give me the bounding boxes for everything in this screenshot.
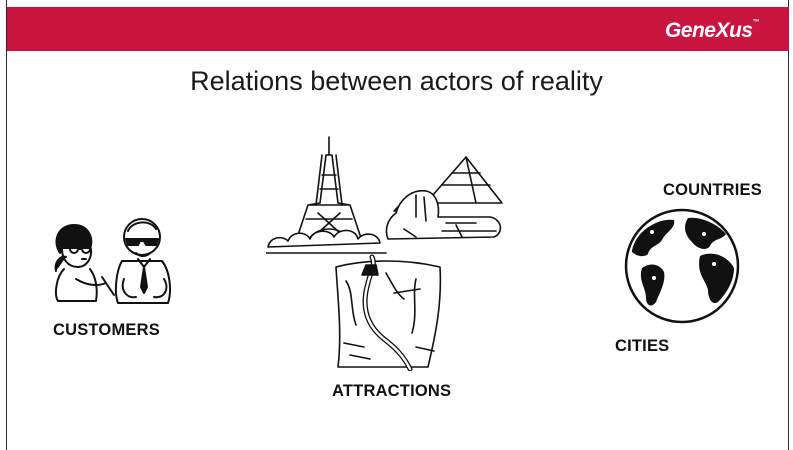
slide-border-left [6, 0, 7, 450]
slide-border-right [788, 0, 789, 450]
people-illustration [54, 218, 171, 304]
label-customers: CUSTOMERS [53, 321, 160, 339]
label-countries: COUNTRIES [663, 181, 762, 199]
label-attractions: ATTRACTIONS [332, 382, 452, 400]
landmarks-illustration [266, 136, 503, 371]
header-bar: GeneXus™ [7, 7, 789, 51]
brand-name: GeneXus [664, 19, 753, 42]
label-cities: CITIES [615, 337, 670, 355]
globe-illustration [624, 208, 740, 324]
brand-logo: GeneXus™ [664, 19, 760, 43]
brand-trademark: ™ [752, 19, 760, 26]
slide-title: Relations between actors of reality [190, 66, 603, 96]
